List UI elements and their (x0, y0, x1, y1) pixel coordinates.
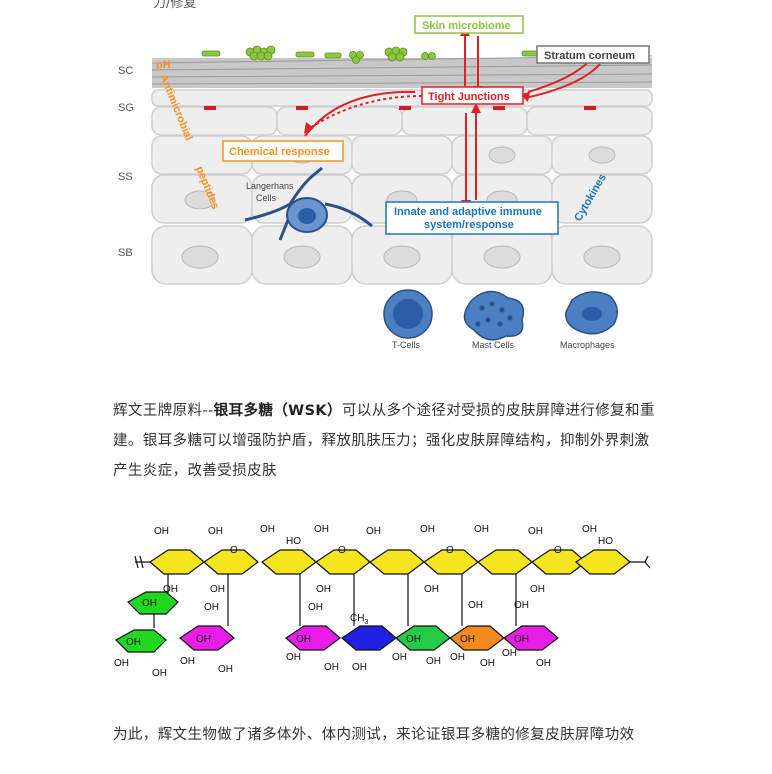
stratum-corneum-box: Stratum corneum (544, 50, 635, 62)
immune-box-line1: Innate and adaptive immune (394, 206, 542, 218)
top-text-fragment: 力/修复 (153, 0, 197, 11)
oh-label: OH (450, 652, 465, 663)
ho-label: HO (286, 536, 301, 547)
oh-label: OH (582, 524, 597, 535)
oh-label: OH (514, 600, 529, 611)
oh-label: OH (114, 658, 129, 669)
langerhans-cells-label: Cells (256, 193, 277, 203)
oh-label: OH (314, 524, 329, 535)
polysaccharide-structure-figure: OH OH OH OH OH OH OH OH OH HO HO O O O O… (110, 518, 662, 688)
skin-barrier-figure: Langerhans Cells SC SG SS SB pH Antimicr… (110, 8, 670, 356)
oh-label: OH (126, 637, 141, 648)
layer-sc-label: SC (118, 65, 133, 77)
oh-label: OH (180, 656, 195, 667)
oh-label: OH (142, 598, 157, 609)
oh-label: OH (420, 524, 435, 535)
oh-label: OH (316, 584, 331, 595)
oh-label: OH (536, 658, 551, 669)
oh-label: OH (514, 634, 529, 645)
paragraph-wsk-intro: 辉文王牌原料--银耳多糖（WSK）可以从多个途径对受损的皮肤屏障进行修复和重建。… (113, 396, 661, 486)
para1-prefix: 辉文王牌原料-- (113, 403, 214, 419)
oh-label: OH (286, 652, 301, 663)
oh-label: OH (460, 634, 475, 645)
oh-label: OH (296, 634, 311, 645)
oh-label: OH (474, 524, 489, 535)
mast-cells-label: Mast Cells (472, 340, 515, 350)
oh-label: OH (480, 658, 495, 669)
oh-label: OH (392, 652, 407, 663)
skin-microbiome-box: Skin microbiome (422, 20, 511, 32)
oh-label: OH (502, 648, 517, 659)
oh-label: OH (260, 524, 275, 535)
oh-label: OH (152, 668, 167, 679)
paragraph-testing: 为此，辉文生物做了诸多体外、体内测试，来论证银耳多糖的修复皮肤屏障功效 (113, 727, 635, 743)
para1-bold-product: 银耳多糖（WSK） (213, 403, 342, 419)
skin-barrier-diagram: Langerhans Cells SC SG SS SB pH Antimicr… (118, 15, 653, 350)
oh-label: OH (528, 526, 543, 537)
o-label: O (230, 545, 238, 556)
oh-label: OH (204, 602, 219, 613)
oh-label: OH (196, 634, 211, 645)
para1-body: 可以从多个途径对受损的皮肤屏障进行修复和重建。银耳多糖可以增强防护盾，释放肌肤压… (113, 403, 655, 479)
oh-label: OH (208, 526, 223, 537)
chemical-response-box: Chemical response (229, 146, 330, 158)
oh-label: OH (210, 584, 225, 595)
oh-label: OH (308, 602, 323, 613)
oh-label: OH (352, 662, 367, 673)
oh-label: OH (324, 662, 339, 673)
oh-label: OH (218, 664, 233, 675)
o-label: O (554, 545, 562, 556)
oh-label: OH (366, 526, 381, 537)
o-label: O (446, 545, 454, 556)
immune-box-line2: system/response (424, 219, 514, 231)
ph-label: pH (156, 59, 171, 71)
o-label: O (338, 545, 346, 556)
oh-label: OH (426, 656, 441, 667)
layer-sb-label: SB (118, 247, 133, 259)
macrophages-label: Macrophages (560, 340, 615, 350)
polysaccharide-structure: OH OH OH OH OH OH OH OH OH HO HO O O O O… (114, 524, 651, 679)
oh-label: OH (406, 634, 421, 645)
ho-label: HO (598, 536, 613, 547)
oh-label: OH (468, 600, 483, 611)
oh-label: OH (424, 584, 439, 595)
oh-label: OH (530, 584, 545, 595)
oh-label: OH (154, 526, 169, 537)
langerhans-label: Langerhans (246, 181, 294, 191)
layer-ss-label: SS (118, 171, 133, 183)
layer-sg-label: SG (118, 102, 134, 114)
oh-label: OH (163, 584, 178, 595)
t-cells-label: T-Cells (392, 340, 421, 350)
ch3-label: CH3 (350, 613, 368, 626)
tight-junctions-box: Tight Junctions (428, 91, 510, 103)
